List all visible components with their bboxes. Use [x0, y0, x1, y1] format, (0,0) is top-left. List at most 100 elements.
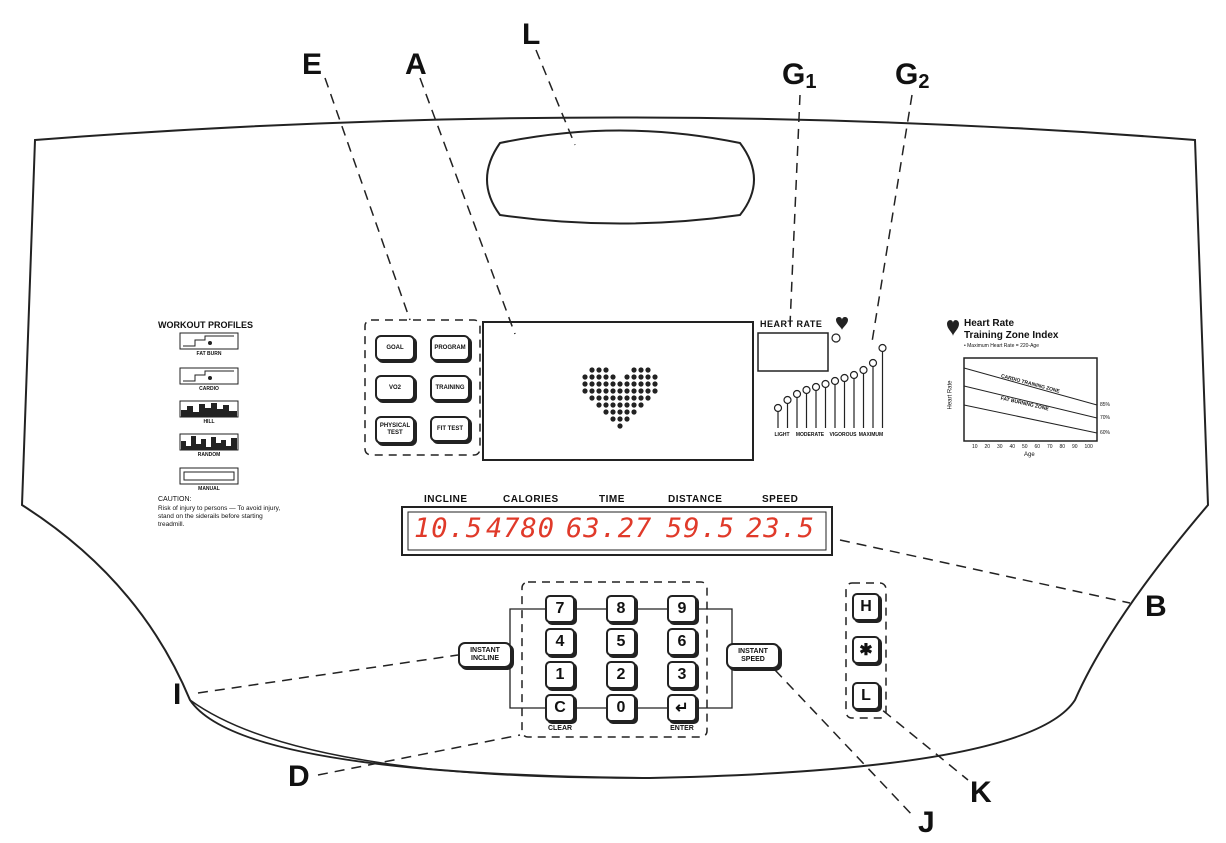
- callout-L: L: [522, 18, 541, 51]
- metric-value-calories: 4780: [486, 513, 556, 544]
- hr-bar-led: [878, 343, 887, 353]
- profile-label-hill: HILL: [203, 419, 215, 425]
- profile-label-manual: MANUAL: [198, 486, 220, 492]
- instant-incline-button[interactable]: INSTANT INCLINE: [458, 642, 512, 668]
- heart-dot: [596, 374, 602, 380]
- zone-line-70: [963, 385, 1098, 419]
- heart-dot: [603, 402, 609, 408]
- callout-G1: G1: [782, 58, 817, 94]
- heart-dot: [624, 388, 630, 394]
- fan-low-button[interactable]: L: [852, 682, 880, 710]
- heart-dot: [617, 416, 623, 422]
- metrics-led-inner: [407, 511, 827, 551]
- heart-dot: [638, 374, 644, 380]
- key-clear[interactable]: C: [545, 694, 575, 722]
- hr-indicator-led: [831, 333, 841, 343]
- key-5[interactable]: 5: [606, 628, 636, 656]
- hr-bar-led: [802, 385, 811, 395]
- age-tick-label: 60: [1034, 444, 1041, 450]
- callout-B: B: [1145, 590, 1167, 623]
- training-zone-chart-frame: [963, 357, 1098, 442]
- training-zone-heart-icon: [947, 320, 959, 336]
- metric-value-speed: 23.5: [746, 513, 816, 544]
- age-tick-label: 80: [1059, 444, 1066, 450]
- fit-test-button[interactable]: FIT TEST: [430, 416, 470, 442]
- program-button[interactable]: PROGRAM: [430, 335, 470, 361]
- physical-test-button[interactable]: PHYSICAL TEST: [375, 416, 415, 444]
- heart-dot: [610, 395, 616, 401]
- profile-label-random: RANDOM: [197, 452, 221, 458]
- zone-pct-60: 60%: [1100, 430, 1111, 436]
- callout-I: I: [173, 678, 182, 711]
- training-zone-title-2: Training Zone Index: [964, 330, 1059, 341]
- callout-J: J: [918, 806, 935, 839]
- instant-speed-button[interactable]: INSTANT SPEED: [726, 643, 780, 669]
- heart-dot: [624, 395, 630, 401]
- heart-dot: [596, 367, 602, 373]
- key-enter[interactable]: ↵: [667, 694, 697, 722]
- metric-header-calories: CALORIES: [503, 494, 559, 505]
- heart-dot: [617, 423, 623, 429]
- fan-auto-button[interactable]: ✱: [852, 636, 880, 664]
- heart-dot: [610, 381, 616, 387]
- profile-label-fat-burn: FAT BURN: [196, 351, 222, 357]
- fan-high-button[interactable]: H: [852, 593, 880, 621]
- heart-dot: [645, 388, 651, 394]
- profile-bars-fill: [181, 341, 237, 450]
- training-zone-formula: • Maximum Heart Rate = 220-Age: [964, 343, 1039, 349]
- heart-dot: [645, 381, 651, 387]
- key-7[interactable]: 7: [545, 595, 575, 623]
- keypad-group-box: [521, 581, 708, 738]
- goal-button[interactable]: GOAL: [375, 335, 415, 361]
- heart-dot: [610, 402, 616, 408]
- training-button[interactable]: TRAINING: [430, 375, 470, 401]
- leader-I: [197, 654, 459, 694]
- heart-dot: [617, 402, 623, 408]
- heart-dot: [610, 374, 616, 380]
- key-2[interactable]: 2: [606, 661, 636, 689]
- key-9[interactable]: 9: [667, 595, 697, 623]
- top-window-L: [486, 129, 755, 225]
- heart-dot: [603, 374, 609, 380]
- key-1[interactable]: 1: [545, 661, 575, 689]
- heart-dot: [617, 395, 623, 401]
- heart-dot: [596, 402, 602, 408]
- zone-pct-85: 85%: [1100, 402, 1111, 408]
- heart-dot: [624, 381, 630, 387]
- metric-header-incline: INCLINE: [424, 494, 468, 505]
- age-tick-label: 90: [1072, 444, 1078, 450]
- callout-A: A: [405, 48, 427, 81]
- zone-line-85: [963, 367, 1098, 406]
- key-0[interactable]: 0: [606, 694, 636, 722]
- heart-dot: [638, 381, 644, 387]
- key-6[interactable]: 6: [667, 628, 697, 656]
- hr-bar-led: [849, 370, 859, 380]
- callout-K: K: [970, 776, 992, 809]
- age-tick-label: 100: [1084, 444, 1093, 450]
- heart-dot: [624, 374, 630, 380]
- program-buttons-group-box: [364, 319, 481, 456]
- key-4[interactable]: 4: [545, 628, 575, 656]
- vo2-button[interactable]: VO2: [375, 375, 415, 401]
- heart-rate-title: HEART RATE: [760, 319, 823, 329]
- heart-dot: [638, 367, 644, 373]
- profile-cardio-box: [179, 367, 239, 385]
- hr-bar-led: [783, 395, 792, 405]
- age-tick-label: 70: [1047, 444, 1053, 450]
- heart-dot: [582, 374, 588, 380]
- incline-connector: [509, 608, 545, 709]
- leader-E: [324, 77, 411, 321]
- key-8[interactable]: 8: [606, 595, 636, 623]
- heart-dot: [596, 381, 602, 387]
- heart-dot: [645, 374, 651, 380]
- key-3[interactable]: 3: [667, 661, 697, 689]
- heart-dot: [603, 409, 609, 415]
- heart-dot: [645, 367, 651, 373]
- hr-bar-led: [830, 376, 840, 386]
- heart-dot: [589, 381, 595, 387]
- leader-B: [839, 539, 1131, 604]
- heart-dot: [652, 388, 658, 394]
- main-display-window: [482, 321, 754, 461]
- profile-label-cardio: CARDIO: [199, 386, 219, 392]
